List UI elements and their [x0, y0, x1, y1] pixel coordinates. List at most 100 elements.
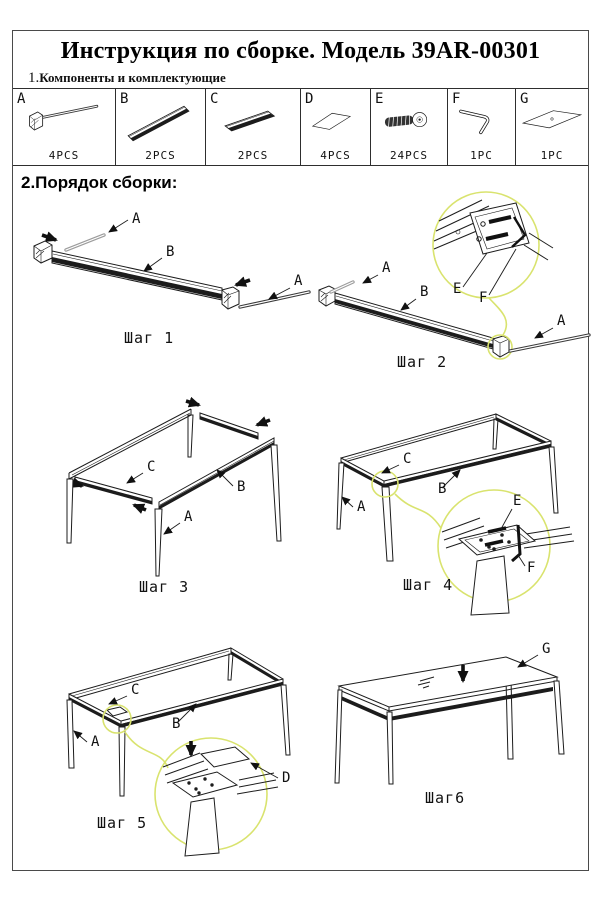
tabletop-g — [337, 656, 559, 721]
insert-arrow — [185, 396, 201, 408]
step-5-diagram: D C B A Шаг 5 — [66, 647, 291, 857]
svg-text:G: G — [542, 641, 550, 657]
label-c: C — [126, 459, 155, 484]
corner-detail — [441, 517, 575, 616]
beam-b — [158, 437, 275, 510]
step-caption: Шаг6 — [425, 789, 465, 807]
svg-text:A: A — [382, 260, 391, 276]
insert-arrow — [41, 231, 58, 242]
insert-arrow — [234, 276, 251, 287]
corner-block — [318, 285, 336, 307]
leg — [184, 797, 220, 857]
leg — [227, 653, 234, 681]
leg — [492, 418, 499, 450]
label-a: A — [73, 730, 100, 750]
label-e: E — [453, 252, 488, 297]
leg — [280, 684, 291, 756]
insert-arrow — [255, 416, 271, 427]
component-qty: 2PCS — [237, 149, 269, 162]
leg — [386, 711, 394, 785]
part-a-drawing — [29, 104, 99, 131]
grain-mark — [417, 676, 435, 689]
callout-connector — [124, 731, 169, 769]
component-qty: 2PCS — [145, 149, 176, 162]
hex-key-f — [511, 216, 527, 248]
label-b: B — [438, 469, 461, 497]
component-id: G — [520, 91, 529, 107]
callout-connector — [488, 297, 508, 336]
component-cell-a: A 4PCS — [13, 89, 116, 165]
label-c: C — [108, 682, 139, 705]
svg-text:B: B — [237, 479, 245, 495]
leg-a-rod-left — [329, 280, 355, 294]
label-a: A — [362, 260, 391, 284]
leg — [548, 446, 559, 514]
step-3-diagram: C B A Шаг 3 — [66, 396, 282, 596]
frame-right-beam — [230, 647, 284, 686]
svg-text:C: C — [147, 459, 155, 475]
svg-text:A: A — [557, 313, 566, 329]
leg-a-rod-right — [238, 290, 311, 309]
component-qty: 1PC — [540, 149, 564, 162]
label-b: B — [172, 703, 197, 732]
component-qty: 4PCS — [48, 149, 80, 162]
step-caption: Шаг 3 — [139, 578, 189, 596]
plate-d — [199, 746, 251, 768]
svg-text:A: A — [91, 734, 100, 750]
part-e-drawing — [384, 112, 428, 129]
corner-block — [221, 286, 240, 310]
leg — [470, 555, 510, 616]
leg — [334, 689, 343, 784]
beam-c — [74, 476, 153, 505]
step-1-diagram: A B A Шаг 1 — [33, 211, 311, 347]
component-cell-g: G 1PC — [516, 89, 588, 165]
small-callout-circle — [487, 334, 513, 360]
part-b-drawing — [126, 105, 190, 142]
part-c-drawing — [224, 110, 276, 132]
component-id: F — [452, 91, 461, 107]
step-caption: Шаг 1 — [124, 329, 174, 347]
plate-d-on-frame — [106, 706, 129, 717]
label-g: G — [517, 641, 550, 668]
component-cell-d: D 4PCS — [301, 89, 371, 165]
leg — [154, 508, 163, 577]
component-id: D — [305, 91, 314, 107]
leg — [553, 680, 565, 755]
part-g-drawing — [521, 110, 583, 129]
label-b: B — [216, 469, 245, 495]
bolt-e — [484, 539, 504, 547]
section1-number: 1. — [28, 70, 40, 86]
component-cell-b: B 2PCS — [116, 89, 206, 165]
corner-detail — [433, 199, 554, 261]
svg-text:B: B — [438, 481, 446, 497]
leg — [66, 699, 75, 769]
section1-label: Компоненты и комплектующие — [39, 70, 226, 85]
part-d-drawing — [311, 112, 351, 130]
beam-b — [51, 250, 223, 301]
svg-text:A: A — [357, 499, 366, 515]
component-id: C — [210, 91, 219, 107]
section1-heading: 1.Компоненты и комплектующие — [28, 69, 226, 87]
corner-block — [492, 335, 510, 358]
leg — [118, 726, 126, 797]
leg — [381, 486, 394, 562]
leg — [336, 462, 345, 530]
svg-text:C: C — [131, 682, 139, 698]
leg — [187, 414, 194, 458]
svg-text:D: D — [282, 770, 290, 786]
component-qty: 4PCS — [320, 149, 351, 162]
component-id: E — [375, 91, 384, 107]
beam-b — [334, 292, 494, 350]
hex-key-f — [511, 524, 522, 563]
component-qty: 24PCS — [389, 149, 429, 162]
label-f: F — [517, 554, 535, 576]
label-e: E — [500, 493, 521, 530]
component-qty: 1PC — [470, 149, 493, 162]
component-id: A — [17, 91, 26, 107]
beam-b — [120, 678, 284, 728]
step-caption: Шаг 2 — [397, 353, 447, 371]
label-c: C — [381, 451, 411, 474]
label-b: B — [400, 284, 428, 311]
leg — [270, 444, 282, 542]
bolt-e — [488, 215, 512, 224]
